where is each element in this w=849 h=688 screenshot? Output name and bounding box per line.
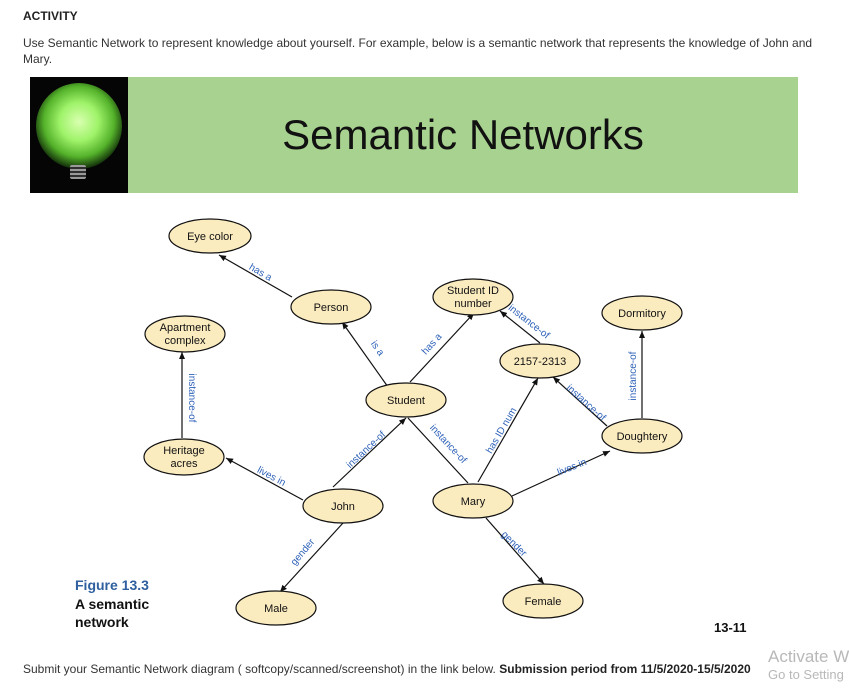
- edge-label-person-eye: has a: [247, 262, 274, 284]
- node-student: Student: [365, 382, 447, 418]
- node-2157-2313: 2157-2313: [499, 343, 581, 379]
- figure-caption-line1: A semantic: [75, 596, 150, 612]
- node-doughtery: Doughtery: [601, 418, 683, 454]
- svg-text:Doughtery: Doughtery: [617, 431, 668, 443]
- edge-label-dough-num: instance-of: [564, 383, 608, 424]
- semantic-networks-banner: Semantic Networks: [30, 77, 798, 193]
- edge-label-student-person: is a: [368, 339, 386, 358]
- node-mary: Mary: [432, 483, 514, 519]
- submission-instructions: Submit your Semantic Network diagram ( s…: [23, 662, 751, 676]
- svg-text:complex: complex: [165, 335, 206, 347]
- svg-text:Apartment: Apartment: [160, 322, 211, 334]
- node-eye-color: Eye color: [168, 218, 252, 254]
- edge-label-mary-num: has ID num: [484, 406, 519, 456]
- svg-text:2157-2313: 2157-2313: [514, 356, 567, 368]
- node-dormitory: Dormitory: [601, 295, 683, 331]
- watermark-line2: Go to Setting: [768, 667, 844, 682]
- node-apartment-complex: Apartment complex: [144, 315, 226, 353]
- node-heritage-acres: Heritage acres: [143, 438, 225, 476]
- nodes: Eye color Person Student ID number Dormi…: [143, 218, 683, 626]
- edge-label-student-id: has a: [420, 331, 445, 357]
- submission-text: Submit your Semantic Network diagram ( s…: [23, 662, 500, 676]
- figure-caption: A semantic network: [75, 595, 149, 631]
- banner-title: Semantic Networks: [282, 111, 644, 158]
- svg-text:Student ID: Student ID: [447, 285, 499, 297]
- svg-text:number: number: [454, 298, 492, 310]
- figure-number: Figure 13.3: [75, 577, 149, 593]
- edge-label-mary-female: gender: [499, 529, 529, 559]
- edge-doughtery-2157: [552, 376, 608, 427]
- activity-heading: ACTIVITY: [23, 9, 78, 23]
- edge-john-male: [279, 522, 344, 593]
- edge-john-student: [332, 417, 407, 488]
- edge-label-num-id: instance-of: [506, 303, 551, 342]
- edge-mary-female: [485, 517, 545, 585]
- svg-text:Mary: Mary: [461, 496, 486, 508]
- node-student-id-number: Student ID number: [432, 278, 514, 316]
- edge-john-heritage: [225, 457, 304, 501]
- node-male: Male: [235, 590, 317, 626]
- edge-mary-2157: [477, 377, 539, 483]
- activity-instructions: Use Semantic Network to represent knowle…: [23, 36, 813, 66]
- svg-text:Dormitory: Dormitory: [618, 308, 666, 320]
- edge-label-dough-dorm: instance-of: [628, 351, 639, 400]
- svg-text:Student: Student: [387, 395, 425, 407]
- svg-text:Female: Female: [525, 596, 562, 608]
- edge-2157-student-id: [499, 310, 541, 344]
- light-bulb-image: [30, 77, 128, 193]
- svg-text:Eye color: Eye color: [187, 231, 233, 243]
- edges: [179, 254, 645, 593]
- edge-student-person: [341, 321, 389, 388]
- edge-label-john-student: instance-of: [345, 429, 388, 471]
- node-john: John: [302, 488, 384, 524]
- edge-mary-doughtery: [511, 450, 611, 497]
- svg-text:John: John: [331, 501, 355, 513]
- activate-windows-watermark: Activate W Go to Setting: [768, 648, 849, 684]
- submission-period: Submission period from 11/5/2020-15/5/20…: [499, 662, 751, 676]
- edge-label-mary-student: instance-of: [427, 423, 469, 466]
- edge-label-heritage-apartment: instance-of: [186, 374, 197, 423]
- node-female: Female: [502, 583, 584, 619]
- svg-text:acres: acres: [171, 458, 198, 470]
- watermark-line1: Activate W: [768, 647, 849, 666]
- svg-text:Male: Male: [264, 603, 288, 615]
- edge-label-john-heritage: lives in: [255, 465, 287, 489]
- svg-text:Heritage: Heritage: [163, 445, 205, 457]
- edge-student-student-id: [409, 312, 475, 383]
- edge-label-mary-dough: lives in: [556, 457, 588, 479]
- node-person: Person: [290, 289, 372, 325]
- edge-label-john-male: gender: [289, 536, 318, 567]
- edge-mary-student: [407, 417, 469, 484]
- edge-person-eye-color: [218, 254, 293, 298]
- figure-caption-line2: network: [75, 614, 129, 630]
- slide-number: 13-11: [714, 620, 747, 635]
- svg-text:Person: Person: [314, 302, 349, 314]
